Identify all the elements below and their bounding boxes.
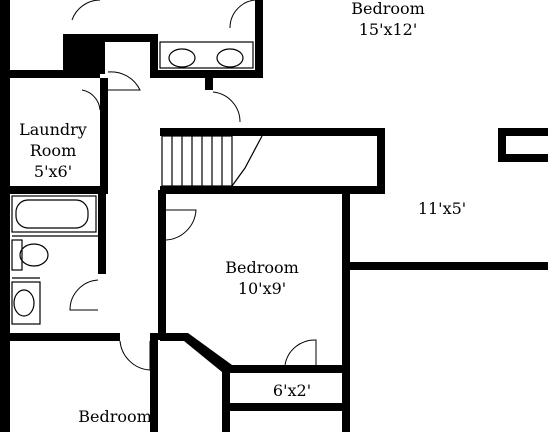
fixtures (11, 41, 477, 343)
wall-closet-top (222, 365, 342, 373)
wall-bedroom-center-right (342, 186, 350, 432)
wall-right-notch-top (498, 128, 548, 136)
window-bedroom-center (342, 291, 350, 343)
wall-stairs-top (160, 128, 385, 136)
door-bedroom-bottom (119, 340, 151, 371)
bedroom-center-name: Bedroom (225, 258, 299, 277)
wall-hall-bottom-right (150, 333, 158, 432)
wall-closet-bottom (230, 403, 342, 411)
bath-sink-counter (11, 281, 41, 325)
wall-laundry-bottom (10, 186, 100, 194)
laundry-name-line1: Laundry (19, 120, 87, 139)
window-area (419, 262, 477, 270)
wall-laundry-top (10, 70, 100, 78)
wall-left-exterior (0, 0, 10, 432)
wall-corridor-right (158, 190, 166, 340)
wall-area-bottom (350, 262, 548, 270)
wall-vanity-right (255, 0, 263, 78)
wall-right-notch-side (498, 128, 506, 162)
wall-bedroom-center-top (160, 186, 385, 194)
toilet-tank (11, 239, 23, 271)
door-corridor (212, 91, 241, 123)
wall-bath-bottom (10, 333, 120, 341)
vanity-counter (159, 41, 254, 69)
closet-size: 6'x2' (273, 381, 311, 400)
bedroom-bottom-name: Bedroom (78, 407, 152, 426)
door-bedroom-center (165, 209, 197, 241)
wall-laundry-right (100, 78, 108, 194)
wall-corridor-stub (205, 78, 213, 90)
bedroom-top-size: 15'x12' (359, 20, 418, 39)
wall-stairs-right (377, 128, 385, 194)
bathtub-basin (15, 199, 89, 229)
laundry-size: 5'x6' (34, 162, 72, 181)
door-laundry-2 (81, 89, 101, 111)
toilet-bowl (19, 243, 49, 267)
room-labels: Bedroom 15'x12' Laundry Room 5'x6' 11'x5… (19, 0, 466, 426)
wall-vanity-bottom (150, 70, 260, 78)
door-closet (284, 339, 317, 366)
bathtub (11, 195, 97, 233)
door-top-left (71, 0, 101, 21)
sink-right (216, 48, 244, 68)
door-top-vanity (229, 0, 256, 29)
laundry-name-line2: Room (30, 141, 76, 160)
wall-bath-right (98, 194, 106, 274)
bedroom-top-name: Bedroom (351, 0, 425, 18)
chimney-block (63, 34, 105, 74)
wall-bath-top (105, 34, 155, 42)
sink-left (168, 48, 196, 68)
wall-closet-left (222, 365, 230, 432)
area-right-size: 11'x5' (418, 199, 466, 218)
bedroom-center-size: 10'x9' (238, 279, 286, 298)
wall-diagonal (160, 333, 232, 372)
door-bath (69, 279, 99, 311)
door-laundry (107, 71, 141, 91)
wall-right-notch-bottom (498, 154, 548, 162)
stairs (161, 135, 263, 187)
doors (69, 0, 317, 371)
bath-sink (13, 289, 35, 317)
wall-vanity-left (150, 34, 158, 78)
